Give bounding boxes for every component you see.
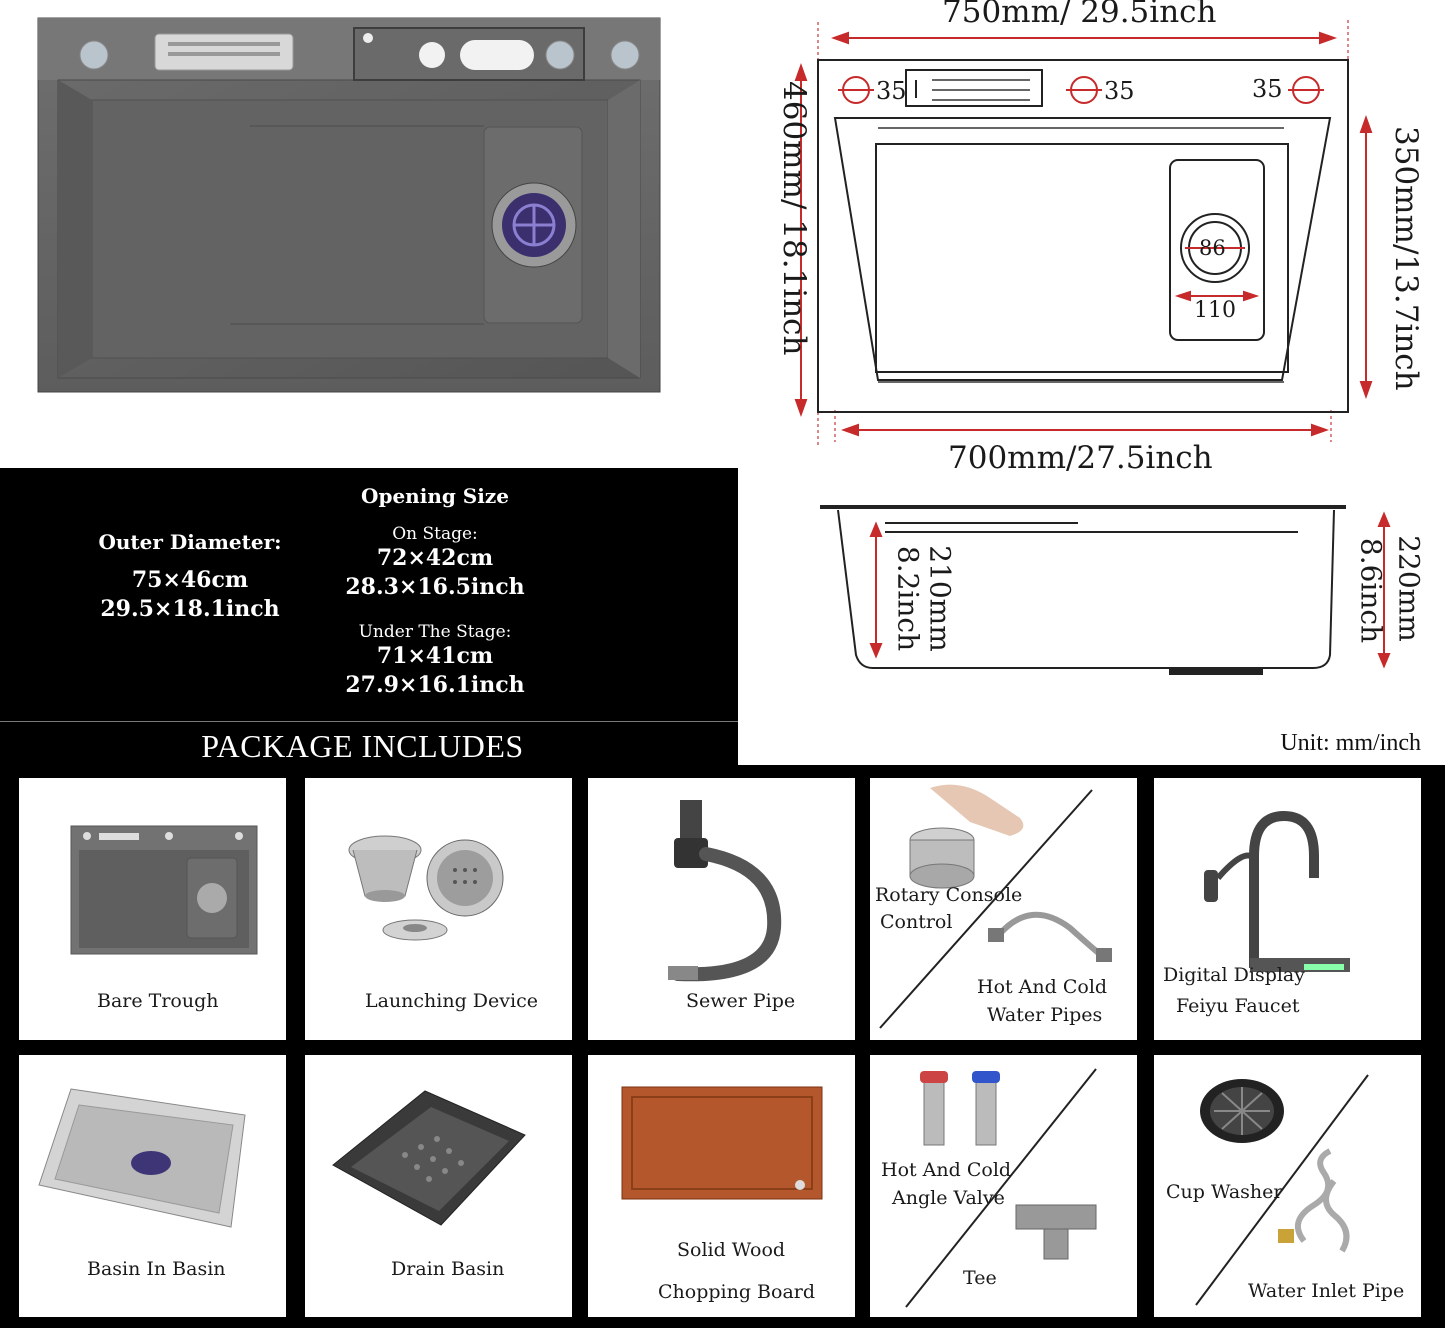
outer-depth-label: 220mm bbox=[1392, 535, 1426, 642]
item-label: Water Pipes bbox=[987, 1004, 1103, 1026]
package-title: PACKAGE INCLUDES bbox=[201, 728, 524, 764]
package-item-basin-in-basin: Basin In Basin bbox=[19, 1055, 286, 1317]
on-stage-label: On Stage: bbox=[392, 524, 478, 544]
dimension-lines bbox=[794, 20, 1391, 675]
item-label: Chopping Board bbox=[658, 1281, 816, 1303]
outer-diameter-cm: 75×46cm bbox=[131, 567, 249, 593]
under-stage-label: Under The Stage: bbox=[358, 622, 512, 642]
on-stage-inch: 28.3×16.5inch bbox=[345, 574, 525, 600]
item-label: Launching Device bbox=[365, 990, 538, 1012]
package-item-faucet: Digital Display Feiyu Faucet bbox=[1154, 778, 1421, 1040]
divider bbox=[0, 721, 738, 722]
sink-top-view-illustration bbox=[37, 17, 661, 393]
strainer-icon bbox=[348, 835, 504, 941]
item-label: Control bbox=[880, 911, 953, 933]
inner-depth-label: 210mm bbox=[923, 545, 957, 652]
hole-mid-label: 35 bbox=[1104, 77, 1135, 105]
item-label: Angle Valve bbox=[892, 1187, 1005, 1209]
dimension-drawing: 750mm/ 29.5inch 460mm/ 18.1inch 350mm/13… bbox=[738, 0, 1445, 765]
package-item-chopping-board: Solid Wood Chopping Board bbox=[588, 1055, 855, 1317]
item-label: Digital Display bbox=[1163, 964, 1305, 986]
rotary-knob-icon bbox=[879, 784, 1112, 1029]
on-stage-cm: 72×42cm bbox=[376, 545, 494, 571]
item-label: Water Inlet Pipe bbox=[1248, 1280, 1405, 1302]
item-label: Rotary Console bbox=[875, 884, 1023, 906]
package-item-sewer-pipe: Sewer Pipe bbox=[588, 778, 855, 1040]
package-item-drain-basin: Drain Basin bbox=[305, 1055, 572, 1317]
item-label: Hot And Cold bbox=[881, 1159, 1012, 1181]
cutting-board-icon bbox=[621, 1086, 823, 1200]
bottom-width-label: 700mm/27.5inch bbox=[948, 440, 1213, 476]
inner-height-label: 350mm/13.7inch bbox=[1388, 126, 1424, 391]
sink-trough-icon bbox=[70, 825, 258, 955]
faucet-icon bbox=[1204, 810, 1350, 972]
outer-diameter-label: Outer Diameter: bbox=[98, 530, 282, 554]
angle-valve-icon bbox=[905, 1068, 1097, 1308]
package-item-cup-washer: Cup Washer Water Inlet Pipe bbox=[1154, 1055, 1421, 1317]
item-label: Hot And Cold bbox=[977, 976, 1108, 998]
item-label: Cup Washer bbox=[1166, 1181, 1283, 1203]
package-item-launching-device: Launching Device bbox=[305, 778, 572, 1040]
opening-size-block: Opening Size On Stage: 72×42cm 28.3×16.5… bbox=[315, 484, 555, 700]
drain-width-label: 110 bbox=[1194, 298, 1236, 323]
basin-icon bbox=[38, 1088, 246, 1228]
item-label: Sewer Pipe bbox=[686, 990, 796, 1012]
package-item-rotary-console: Rotary Console Control Hot And Cold Wate… bbox=[870, 778, 1137, 1040]
inner-depth-inch-label: 8.2inch bbox=[891, 545, 925, 652]
package-item-bare-trough: Bare Trough bbox=[19, 778, 286, 1040]
drain-diameter-label: 86 bbox=[1199, 236, 1226, 260]
opening-size-label: Opening Size bbox=[361, 484, 509, 508]
item-label: Basin In Basin bbox=[87, 1258, 226, 1280]
item-label: Tee bbox=[963, 1267, 997, 1289]
item-label: Bare Trough bbox=[97, 990, 219, 1012]
item-label: Feiyu Faucet bbox=[1176, 995, 1300, 1017]
under-stage-inch: 27.9×16.1inch bbox=[345, 672, 525, 698]
sewer-pipe-icon bbox=[668, 800, 782, 982]
package-item-angle-valve: Hot And Cold Angle Valve Tee bbox=[870, 1055, 1137, 1317]
product-photo bbox=[0, 0, 738, 468]
outer-depth-inch-label: 8.6inch bbox=[1354, 537, 1388, 644]
item-label: Drain Basin bbox=[391, 1258, 505, 1280]
item-label: Solid Wood bbox=[677, 1239, 786, 1261]
left-height-label: 460mm/ 18.1inch bbox=[776, 81, 812, 356]
hole-right-label: 35 bbox=[1252, 75, 1283, 103]
under-stage-cm: 71×41cm bbox=[376, 643, 494, 669]
outer-diameter-block: Outer Diameter: 75×46cm 29.5×18.1inch bbox=[60, 530, 320, 624]
size-spec-panel: Outer Diameter: 75×46cm 29.5×18.1inch Op… bbox=[0, 468, 738, 722]
drain-basket-icon bbox=[332, 1090, 526, 1226]
hole-left-label: 35 bbox=[876, 77, 907, 105]
unit-note: Unit: mm/inch bbox=[1280, 730, 1421, 756]
top-width-label: 750mm/ 29.5inch bbox=[942, 0, 1217, 30]
outer-diameter-inch: 29.5×18.1inch bbox=[100, 596, 280, 622]
cup-washer-icon bbox=[1195, 1074, 1369, 1306]
package-grid: Bare Trough Launching Device Sewer Pipe bbox=[0, 765, 1445, 1328]
